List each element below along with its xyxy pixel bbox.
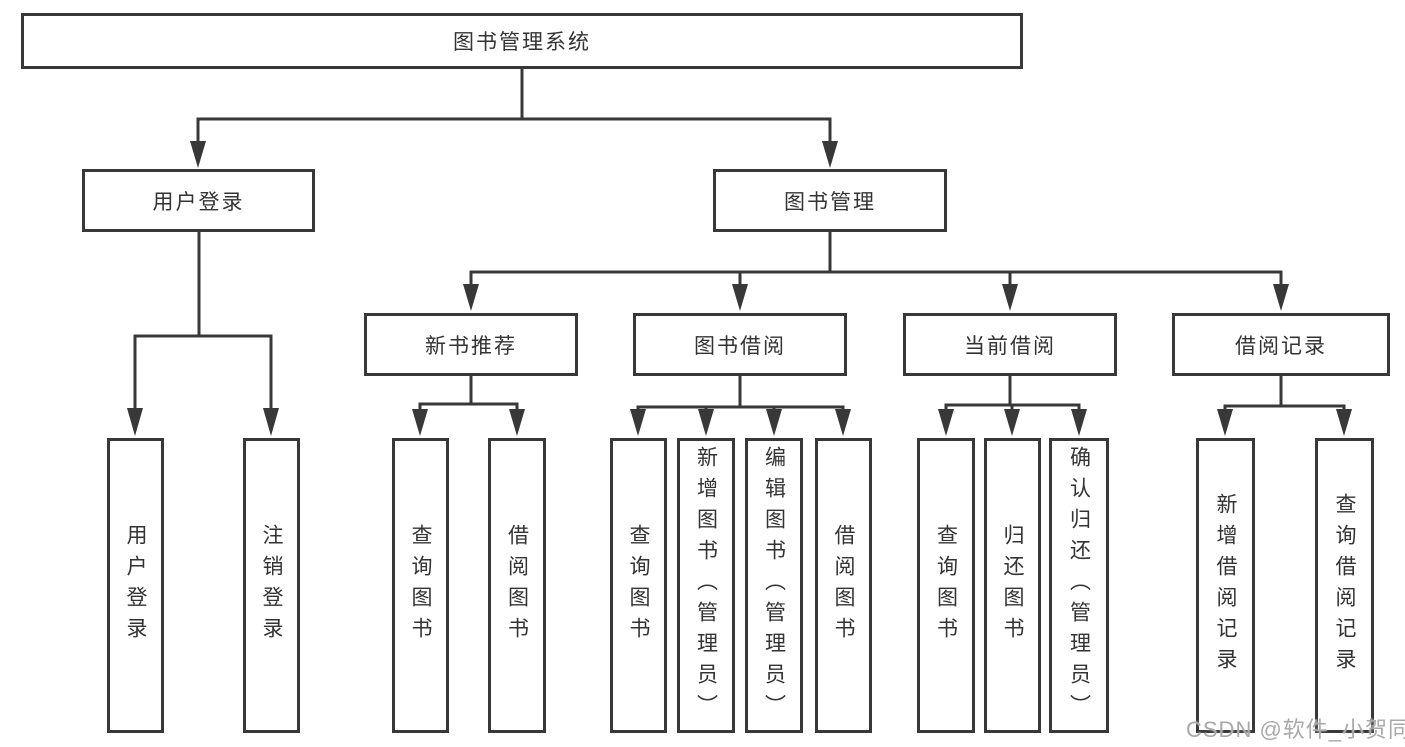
leaf-return-books-label: 归还图书 [1001,523,1024,648]
leaf-edit-book-admin-label: 编辑图书（管理员） [762,446,786,725]
leaf-confirm-return-admin: 确认归还（管理员） [1049,438,1109,733]
leaf-user-login: 用户登录 [107,438,164,733]
leaf-query-borrow-record-label: 查询借阅记录 [1333,492,1356,679]
leaf-add-book-admin: 新增图书（管理员） [677,438,735,733]
arrowheads [127,141,1352,436]
leaf-add-borrow-record: 新增借阅记录 [1196,438,1255,733]
node-new-book-recommend-label: 新书推荐 [425,334,517,358]
node-root-library-system: 图书管理系统 [21,13,1023,69]
node-borrow-records-label: 借阅记录 [1235,334,1327,358]
node-borrow-records: 借阅记录 [1172,313,1390,376]
node-current-borrow-label: 当前借阅 [964,334,1056,358]
leaf-borrow-books-2: 借阅图书 [815,438,872,733]
leaf-add-book-admin-label: 新增图书（管理员） [694,446,718,725]
node-book-management: 图书管理 [713,169,947,232]
leaf-user-login-label: 用户登录 [124,523,147,648]
leaf-logout-label: 注销登录 [260,523,283,648]
leaf-query-books-3: 查询图书 [917,438,975,733]
leaf-query-books-2: 查询图书 [610,438,667,733]
node-root-label: 图书管理系统 [453,31,591,54]
leaf-borrow-books-2-label: 借阅图书 [832,523,855,648]
node-new-book-recommend: 新书推荐 [364,313,578,376]
csdn-watermark: CSDN @软件_小贺同学 [1186,717,1405,742]
leaf-query-borrow-record: 查询借阅记录 [1315,438,1374,733]
leaf-return-books: 归还图书 [984,438,1041,733]
leaf-edit-book-admin: 编辑图书（管理员） [745,438,803,733]
leaf-logout: 注销登录 [243,438,300,733]
node-user-login: 用户登录 [82,169,315,232]
node-book-borrow-label: 图书借阅 [694,334,786,358]
leaf-query-books-2-label: 查询图书 [627,523,650,648]
node-book-borrow: 图书借阅 [633,313,847,376]
leaf-add-borrow-record-label: 新增借阅记录 [1214,492,1237,679]
leaf-confirm-return-admin-label: 确认归还（管理员） [1067,446,1091,725]
leaf-borrow-books-1: 借阅图书 [488,438,546,733]
node-book-management-label: 图书管理 [784,190,876,214]
node-user-login-label: 用户登录 [152,190,245,214]
leaf-query-books-3-label: 查询图书 [934,523,958,648]
leaf-query-books-1-label: 查询图书 [409,523,432,648]
leaf-query-books-1: 查询图书 [392,438,449,733]
leaf-borrow-books-1-label: 借阅图书 [505,523,529,648]
node-current-borrow: 当前借阅 [903,313,1117,376]
